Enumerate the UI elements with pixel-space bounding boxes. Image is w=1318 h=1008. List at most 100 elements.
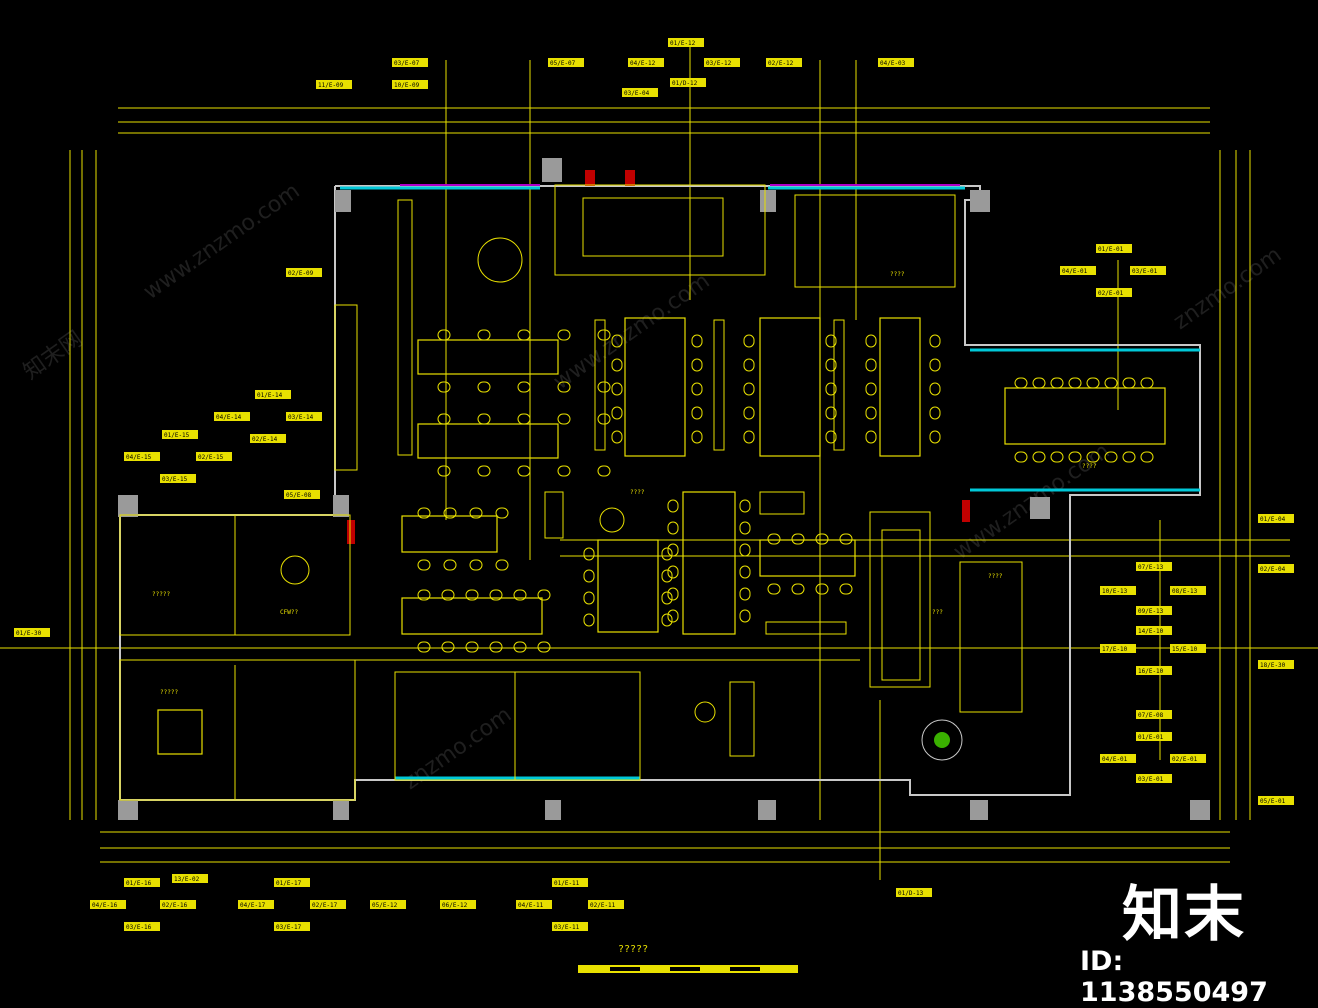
chair xyxy=(1104,377,1118,389)
reference-tag-label: 01/E-14 xyxy=(257,392,283,399)
reference-tag-box xyxy=(274,922,310,931)
dimension-lines xyxy=(0,40,1318,880)
reference-tag-box xyxy=(1100,586,1136,595)
reference-tag: 09/E-13 xyxy=(1136,606,1172,615)
brand-id: ID: 1138550497 xyxy=(1080,946,1268,1008)
reference-tag: 03/E-07 xyxy=(392,58,428,67)
chair xyxy=(1140,451,1154,463)
chair xyxy=(417,507,431,519)
reference-tag: 02/E-17 xyxy=(310,900,346,909)
reference-tag-box xyxy=(1170,754,1206,763)
chair xyxy=(667,609,679,623)
room-label: ??? xyxy=(932,609,943,616)
chair xyxy=(437,413,451,425)
chair xyxy=(1086,377,1100,389)
watermark-text: znzmo.com xyxy=(399,702,516,794)
reference-tag-label: 04/E-12 xyxy=(630,60,656,67)
reference-tag-box xyxy=(1136,732,1172,741)
reference-tag: 02/E-01 xyxy=(1096,288,1132,297)
chair xyxy=(865,358,877,372)
chair xyxy=(1068,377,1082,389)
reference-tag-label: 04/E-15 xyxy=(126,454,152,461)
reference-tag-label: 05/E-12 xyxy=(372,902,398,909)
reference-tag: 04/E-17 xyxy=(238,900,274,909)
reference-tag-label: 08/E-13 xyxy=(1172,588,1198,595)
reference-tag-label: 04/E-11 xyxy=(518,902,544,909)
chair xyxy=(517,381,531,393)
reference-tag-box xyxy=(1060,266,1096,275)
reference-tag: 18/E-30 xyxy=(1258,660,1294,669)
chair xyxy=(517,329,531,341)
chair xyxy=(825,334,837,348)
chair xyxy=(583,569,595,583)
reference-tag: 14/E-10 xyxy=(1136,626,1172,635)
reference-tag-box xyxy=(255,390,291,399)
chair xyxy=(469,507,483,519)
chair xyxy=(477,413,491,425)
reference-tag-box xyxy=(1258,660,1294,669)
reference-tag-label: 02/E-17 xyxy=(312,902,338,909)
chair xyxy=(743,358,755,372)
reference-tag-label: 17/E-10 xyxy=(1102,646,1128,653)
reference-tag: 02/E-01 xyxy=(1170,754,1206,763)
chair xyxy=(477,381,491,393)
reference-tag-box xyxy=(274,878,310,887)
chair xyxy=(517,413,531,425)
reference-tag: 03/E-12 xyxy=(704,58,740,67)
reference-tag: 03/E-01 xyxy=(1136,774,1172,783)
chair xyxy=(557,381,571,393)
chair xyxy=(661,613,673,627)
chair xyxy=(929,430,941,444)
reference-tag: 05/E-01 xyxy=(1258,796,1294,805)
chair xyxy=(597,381,611,393)
reference-tag-box xyxy=(670,78,706,87)
reference-tag-box xyxy=(124,878,160,887)
chair xyxy=(477,329,491,341)
reference-tag-box xyxy=(622,88,658,97)
reference-tag-box xyxy=(1096,244,1132,253)
reference-tag-box xyxy=(1136,606,1172,615)
reference-tag-box xyxy=(196,452,232,461)
chair xyxy=(611,358,623,372)
reference-tag-label: 02/E-04 xyxy=(1260,566,1286,573)
reference-tag-box xyxy=(1136,562,1172,571)
chair xyxy=(443,559,457,571)
reference-tag-label: 01/E-01 xyxy=(1138,734,1164,741)
chair xyxy=(767,533,781,545)
chair xyxy=(743,382,755,396)
reference-tag-label: 02/E-01 xyxy=(1172,756,1198,763)
reference-tag-label: 05/E-01 xyxy=(1260,798,1286,805)
glass-curtain xyxy=(340,186,1200,780)
chair xyxy=(739,543,751,557)
chair xyxy=(865,430,877,444)
reference-tag-box xyxy=(160,900,196,909)
reference-tag-label: 14/E-10 xyxy=(1138,628,1164,635)
reference-tag: 03/E-01 xyxy=(1130,266,1166,275)
reference-tag-box xyxy=(440,900,476,909)
reference-tag: 03/E-17 xyxy=(274,922,310,931)
reference-tag-box xyxy=(1136,626,1172,635)
chair xyxy=(517,465,531,477)
reference-tag-box xyxy=(124,452,160,461)
reference-tag-label: 03/E-01 xyxy=(1132,268,1158,275)
chair xyxy=(557,329,571,341)
reference-tag-box xyxy=(516,900,552,909)
reference-tag: 17/E-10 xyxy=(1100,644,1136,653)
room-label: ???? xyxy=(630,489,645,496)
chair xyxy=(825,382,837,396)
reference-tag: 01/E-12 xyxy=(668,38,704,47)
reference-tag: 05/E-12 xyxy=(370,900,406,909)
watermark-text: znzmo.com xyxy=(1169,242,1286,334)
room-labels: ????? ????? ???? CFW?? ??? ???? ???? ???… xyxy=(152,271,1097,696)
chair xyxy=(597,465,611,477)
reference-tag-label: 04/E-17 xyxy=(240,902,266,909)
reference-tag: 03/E-15 xyxy=(160,474,196,483)
reference-tag: 06/E-12 xyxy=(440,900,476,909)
reference-tag-label: 18/E-30 xyxy=(1260,662,1286,669)
reference-tag: 15/E-10 xyxy=(1170,644,1206,653)
reference-tag: 01/E-04 xyxy=(1258,514,1294,523)
chair xyxy=(743,334,755,348)
partitions xyxy=(119,184,1023,801)
reference-tag-label: 02/E-11 xyxy=(590,902,616,909)
